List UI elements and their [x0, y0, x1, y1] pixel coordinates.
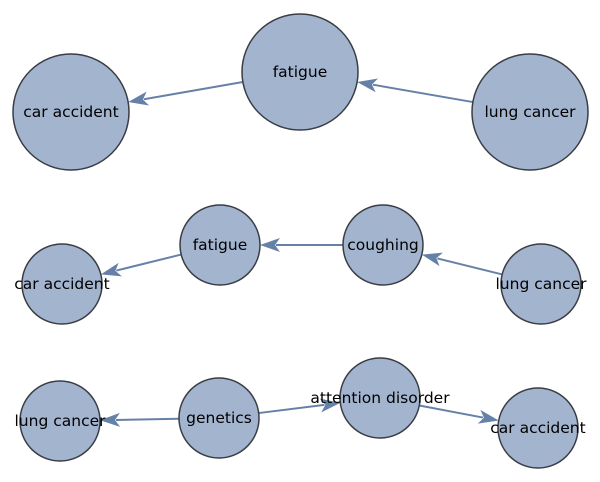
edge-genetics-to-lung-cancer [99, 412, 180, 427]
node-genetics: genetics [178, 377, 260, 459]
node-car-accident: car accident [14, 243, 110, 325]
edge-line [437, 257, 503, 276]
arrowhead-icon [421, 252, 443, 267]
edge-coughing-to-fatigue [260, 238, 343, 252]
node-circle [19, 380, 101, 462]
node-circle [241, 13, 359, 131]
node-circle [339, 357, 421, 439]
edge-line [372, 83, 474, 104]
node-lung-cancer: lung cancer [496, 243, 588, 325]
node-circle [497, 387, 579, 469]
nodes-layer: car accident fatigue lung cancer car accide… [12, 13, 589, 469]
edge-fatigue-to-car-accident [128, 80, 244, 106]
node-fatigue: fatigue [241, 13, 359, 131]
edge-lung-cancer-to-fatigue [357, 78, 474, 104]
node-label: lung cancer [496, 275, 588, 293]
edge-lung-cancer-to-coughing [421, 252, 503, 276]
node-circle [342, 204, 424, 286]
node-circle [179, 204, 261, 286]
edge-genetics-to-attention-disorder [258, 398, 341, 415]
node-coughing: coughing [342, 204, 424, 286]
arrowhead-icon [319, 398, 341, 413]
node-circle [471, 53, 589, 171]
edge-line [116, 253, 182, 272]
node-circle [500, 243, 582, 325]
arrowhead-icon [260, 238, 280, 252]
node-label: car accident [14, 275, 109, 293]
node-label: car accident [23, 103, 118, 121]
arrowhead-icon [128, 91, 150, 106]
edge-line [258, 403, 325, 415]
node-label: lung cancer [485, 103, 577, 121]
arrowhead-icon [100, 262, 122, 277]
node-label: coughing [347, 236, 418, 254]
node-fatigue: fatigue [179, 204, 261, 286]
arrowhead-icon [357, 78, 379, 93]
node-car-accident: car accident [490, 387, 586, 469]
edge-line [115, 417, 180, 421]
node-lung-cancer: lung cancer [15, 380, 107, 462]
node-label: fatigue [273, 63, 328, 81]
edges-layer [99, 78, 503, 427]
node-car-accident: car accident [12, 53, 130, 171]
arrowhead-icon [477, 409, 499, 424]
edge-line [143, 80, 244, 101]
node-label: car accident [490, 419, 585, 437]
node-label: fatigue [193, 236, 248, 254]
edge-attention-disorder-to-car-accident [419, 404, 499, 424]
node-circle [12, 53, 130, 171]
edge-fatigue-to-car-accident [100, 253, 182, 277]
node-circle [178, 377, 260, 459]
node-attention-disorder: attention disorder [310, 357, 450, 439]
node-lung-cancer: lung cancer [471, 53, 589, 171]
arrowhead-icon [99, 412, 121, 427]
node-label: attention disorder [310, 389, 450, 407]
node-label: lung cancer [15, 412, 107, 430]
node-circle [21, 243, 103, 325]
edge-line [419, 404, 484, 419]
node-label: genetics [186, 409, 252, 427]
